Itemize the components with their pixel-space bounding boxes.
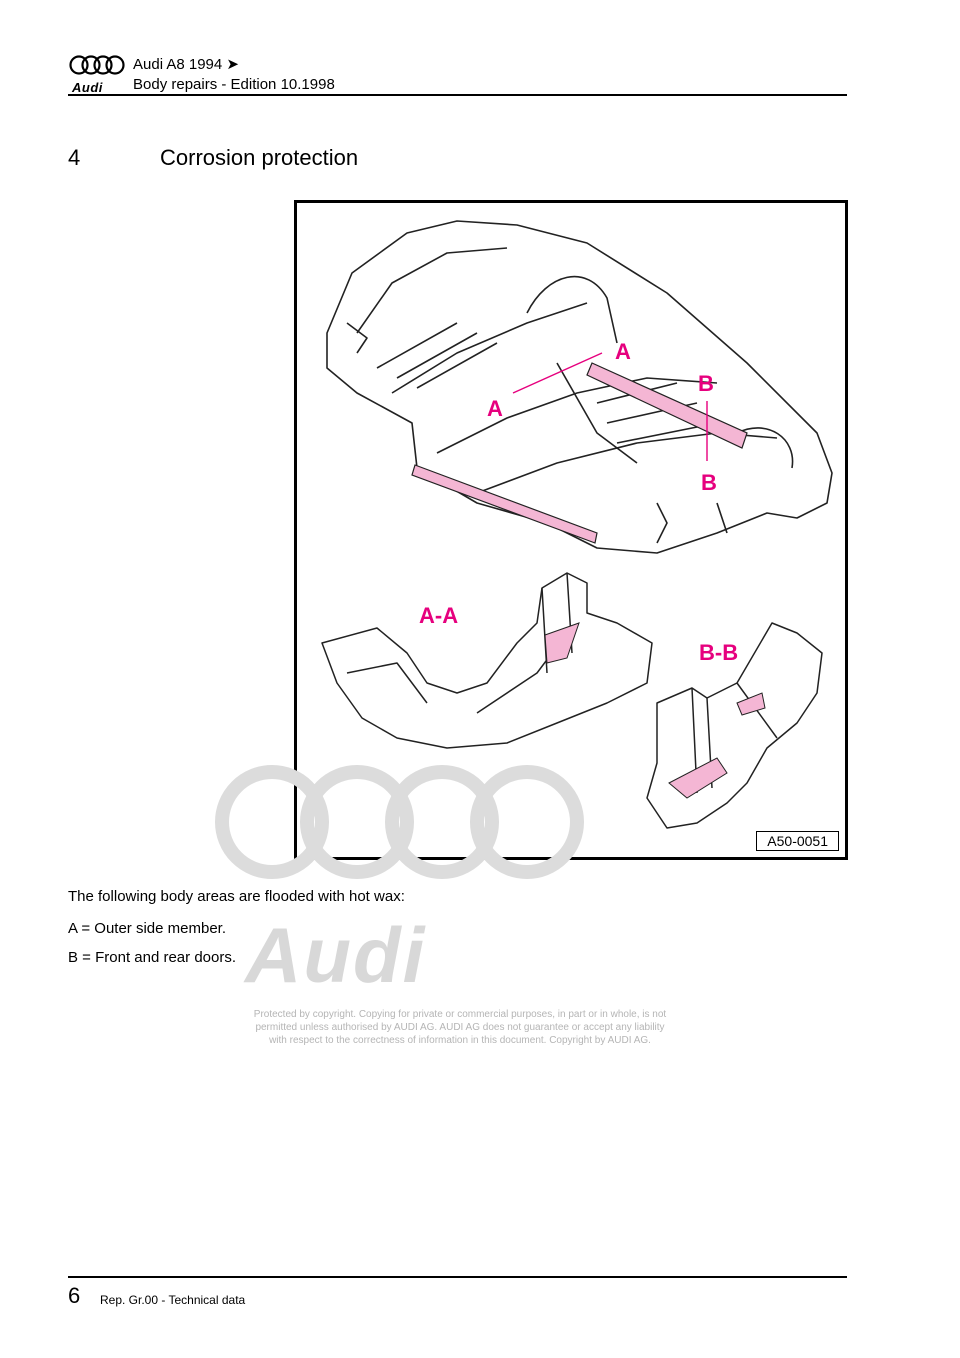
section-bb-outline	[646, 622, 823, 829]
marker-a-upper: A	[615, 339, 631, 364]
audi-rings-logo-icon	[69, 55, 125, 75]
underbody-illustration: A A B B A-A B-B	[321, 220, 833, 829]
header-divider	[68, 94, 847, 96]
marker-a-lower: A	[487, 396, 503, 421]
marker-b-upper: B	[698, 371, 714, 396]
header-subtitle: Body repairs - Edition 10.1998	[133, 76, 335, 93]
underbody-outline	[326, 220, 833, 554]
section-label-aa: A-A	[419, 603, 458, 628]
section-bb-highlight-2	[736, 692, 766, 716]
figure-frame: A A B B A-A B-B A50-0051	[294, 200, 848, 860]
audi-wordmark: Audi	[72, 80, 103, 95]
section-bb-highlight-1	[668, 757, 728, 799]
figure-code: A50-0051	[756, 831, 839, 851]
intro-text: The following body areas are flooded wit…	[68, 888, 405, 905]
header-title[interactable]: Audi A8 1994 ➤	[133, 56, 239, 73]
item-b-text: B = Front and rear doors.	[68, 949, 237, 966]
page-number: 6	[68, 1283, 81, 1308]
side-member-highlight-front	[411, 464, 598, 544]
section-aa-highlight	[544, 622, 580, 664]
section-label-bb: B-B	[699, 640, 738, 665]
section-number: 4	[68, 145, 81, 170]
footer-chapter: Rep. Gr.00 - Technical data	[100, 1293, 246, 1307]
section-title: Corrosion protection	[160, 145, 359, 170]
marker-b-lower: B	[701, 470, 717, 495]
section-aa-outline	[321, 572, 653, 749]
watermark-wordmark: Audi	[245, 911, 427, 999]
side-member-highlight-rear	[586, 362, 748, 449]
footer-divider	[68, 1276, 847, 1278]
copyright-notice: Protected by copyright. Copying for priv…	[253, 1009, 667, 1046]
watermark-rings-icon	[215, 765, 584, 879]
item-a-text: A = Outer side member.	[68, 920, 226, 937]
